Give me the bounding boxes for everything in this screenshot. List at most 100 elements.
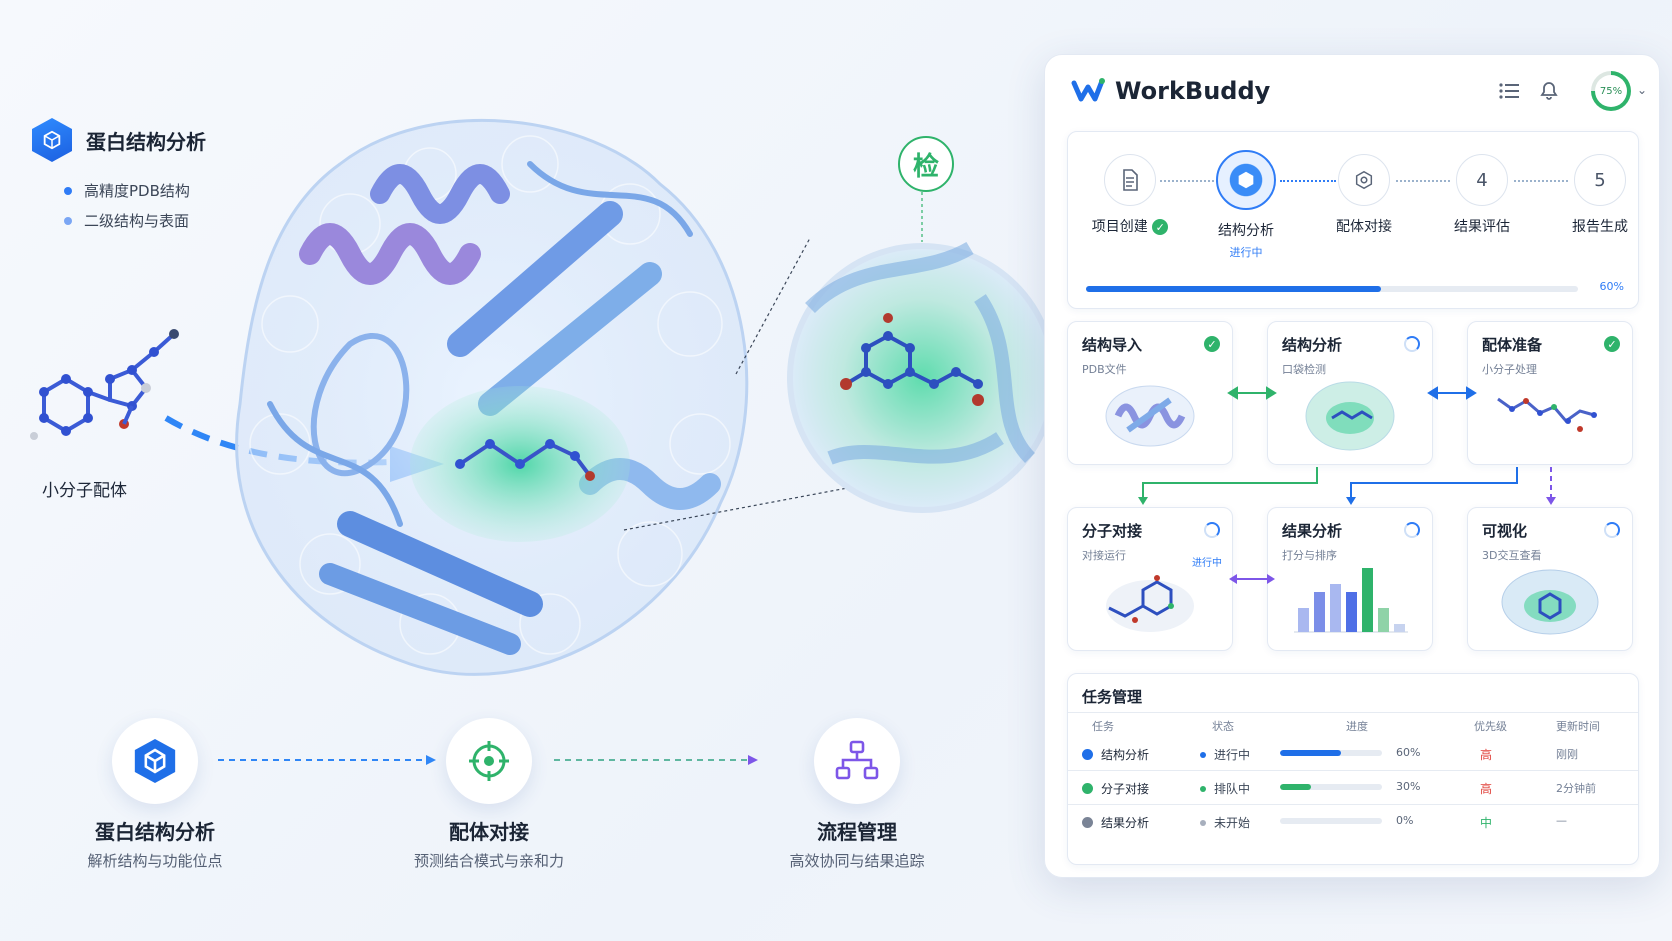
step-result-evaluation[interactable]: 4 结果评估 <box>1422 154 1542 236</box>
module-title: 结构导入 <box>1082 336 1143 354</box>
zoom-badge: 检 <box>898 136 954 192</box>
pipeline-connectors <box>218 755 758 765</box>
chart-bar <box>1346 592 1357 632</box>
table-row[interactable]: 分子对接 排队中 30% 高 2分钟前 <box>1068 770 1638 804</box>
module-title: 分子对接 <box>1082 522 1143 540</box>
loading-spinner-icon <box>1204 522 1220 538</box>
task-dot <box>1082 783 1093 794</box>
overall-progress-bar <box>1086 286 1578 292</box>
module-subtitle: 口袋检测 <box>1282 363 1326 376</box>
status-dot <box>1200 819 1206 826</box>
score-bar-chart <box>1294 568 1408 633</box>
section-header: 蛋白结构分析 <box>32 118 206 162</box>
task-progress-bar <box>1280 783 1382 790</box>
task-progress-label: 60% <box>1396 746 1421 759</box>
hex-cube-icon <box>32 118 72 162</box>
ligand-docking-circle[interactable] <box>446 718 532 804</box>
pipeline-subtitle: 解析结构与功能位点 <box>87 852 223 870</box>
table-row[interactable]: 结构分析 进行中 60% 高 刚刚 <box>1068 736 1638 770</box>
task-name: 结果分析 <box>1101 816 1150 830</box>
task-priority: 高 <box>1480 748 1493 762</box>
task-progress-bar <box>1280 817 1382 824</box>
brand-name: WorkBuddy <box>1115 77 1271 105</box>
binding-pocket-zoom <box>623 192 1050 531</box>
task-name: 结构分析 <box>1101 748 1150 762</box>
chevron-down-icon[interactable]: ⌄ <box>1637 83 1648 97</box>
loading-spinner-icon <box>1604 522 1620 538</box>
pipeline-subtitle: 预测结合模式与亲和力 <box>413 852 564 870</box>
step-structure-analysis[interactable]: 结构分析 进行中 <box>1186 150 1306 260</box>
task-progress-label: 30% <box>1396 780 1421 793</box>
module-title: 配体准备 <box>1482 336 1543 354</box>
section-title: 蛋白结构分析 <box>86 129 206 154</box>
check-icon: ✓ <box>1204 336 1220 352</box>
module-subtitle: 小分子处理 <box>1482 363 1537 376</box>
col-header: 优先级 <box>1474 720 1507 733</box>
step-status: 进行中 <box>1229 246 1263 259</box>
check-icon: ✓ <box>1152 219 1169 235</box>
pipeline-title: 蛋白结构分析 <box>95 820 215 844</box>
module-title: 可视化 <box>1482 522 1528 540</box>
module-card[interactable]: 结果分析打分与排序 <box>1267 507 1433 651</box>
chart-bar <box>1378 608 1389 632</box>
status-dot <box>1200 785 1206 792</box>
pipeline-title: 配体对接 <box>449 820 529 844</box>
hex-cube-icon <box>134 739 176 783</box>
task-progress-label: 0% <box>1396 814 1414 827</box>
bullet-item: 高精度PDB结构 <box>64 176 190 206</box>
task-updated-time: 刚刚 <box>1556 748 1578 761</box>
step-report-generation[interactable]: 5 报告生成 <box>1540 154 1660 236</box>
chart-bar <box>1362 568 1373 632</box>
pipeline-title: 流程管理 <box>817 820 897 844</box>
ligand-molecule-illustration <box>30 329 179 440</box>
col-header: 状态 <box>1212 720 1234 733</box>
hex-cube-icon <box>1216 150 1276 210</box>
task-dot <box>1082 749 1093 760</box>
module-card[interactable]: 分子对接对接运行进行中 <box>1067 507 1233 651</box>
check-icon: ✓ <box>1604 336 1620 352</box>
protein-analysis-circle[interactable] <box>112 718 198 804</box>
task-table-title: 任务管理 <box>1082 688 1143 706</box>
module-illustration <box>1282 372 1418 456</box>
loading-spinner-icon <box>1404 336 1420 352</box>
chart-bar <box>1330 584 1341 632</box>
pipeline-subtitle: 高效协同与结果追踪 <box>789 852 925 870</box>
step-ligand-docking[interactable]: 配体对接 <box>1304 154 1424 236</box>
task-status: 排队中 <box>1214 782 1251 796</box>
module-card[interactable]: 结构分析口袋检测 <box>1267 321 1433 465</box>
module-connectors <box>1138 386 1556 584</box>
workflow-circle[interactable] <box>814 718 900 804</box>
module-title: 结果分析 <box>1282 522 1343 540</box>
module-illustration <box>1082 372 1218 456</box>
overall-progress-ring[interactable]: 75% <box>1591 71 1631 111</box>
loading-spinner-icon <box>1404 522 1420 538</box>
document-icon <box>1104 154 1156 206</box>
module-illustration <box>1282 558 1418 642</box>
task-status: 进行中 <box>1214 748 1251 762</box>
task-updated-time: 2分钟前 <box>1556 782 1596 795</box>
list-menu-icon[interactable] <box>1499 81 1519 105</box>
task-updated-time: — <box>1556 814 1567 827</box>
col-header: 任务 <box>1092 720 1114 733</box>
module-illustration <box>1482 372 1618 456</box>
module-card[interactable]: 配体准备小分子处理 ✓ <box>1467 321 1633 465</box>
task-priority: 高 <box>1480 782 1493 796</box>
workflow-icon <box>835 740 879 780</box>
module-illustration <box>1082 558 1218 642</box>
status-dot <box>1200 751 1206 758</box>
task-status: 未开始 <box>1214 816 1251 830</box>
module-illustration <box>1482 558 1618 642</box>
row-divider <box>1068 770 1638 771</box>
task-dot <box>1082 817 1093 828</box>
step-project-create[interactable]: 项目创建 ✓ <box>1070 154 1190 236</box>
overall-progress-label: 60% <box>1599 280 1624 293</box>
task-name: 分子对接 <box>1101 782 1150 796</box>
brand[interactable]: WorkBuddy <box>1071 77 1270 105</box>
workbuddy-logo-icon <box>1071 78 1105 102</box>
module-subtitle: 对接运行 <box>1082 549 1126 562</box>
task-progress-bar <box>1280 749 1382 756</box>
bell-icon[interactable] <box>1539 81 1559 106</box>
